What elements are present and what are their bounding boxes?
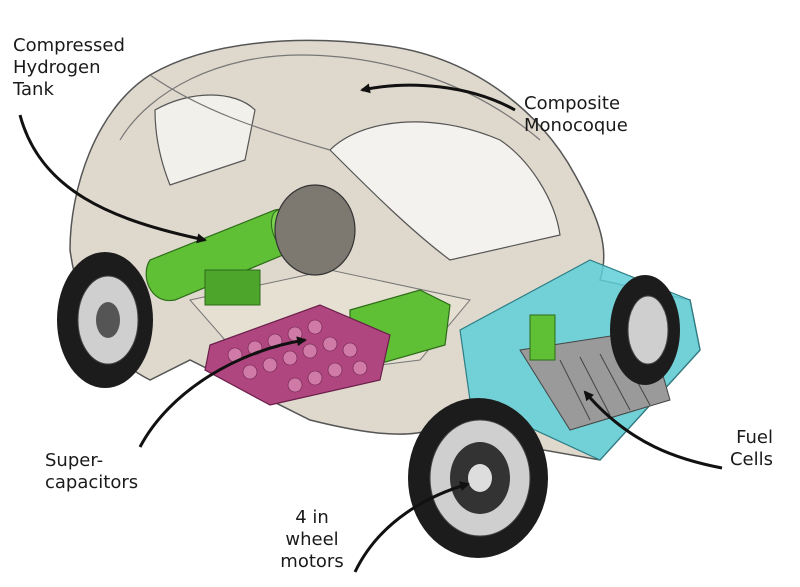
rear-motor-housing — [274, 184, 356, 276]
front-right-wheel — [610, 275, 680, 385]
front-left-wheel — [408, 398, 548, 558]
arrow-hydrogen-tank — [18, 114, 207, 244]
arrow-monocoque — [360, 83, 516, 112]
arrow-supercapacitors — [138, 336, 307, 448]
label-supercapacitors: Super- capacitors — [45, 450, 139, 493]
label-hydrogen-tank: Compressed Hydrogen Tank — [13, 35, 125, 100]
roof-frame — [119, 54, 541, 151]
arrow-fuel-cells — [583, 390, 723, 470]
label-fuel-cells: Fuel Cells — [729, 427, 773, 470]
windscreen — [329, 121, 561, 261]
arrow-wheel-motors — [353, 481, 470, 573]
rear-left-wheel — [57, 252, 153, 388]
label-monocoque: Composite Monocoque — [524, 93, 628, 136]
supercapacitor-bank — [204, 304, 391, 406]
label-wheel-motors: 4 in wheel motors — [280, 507, 344, 572]
